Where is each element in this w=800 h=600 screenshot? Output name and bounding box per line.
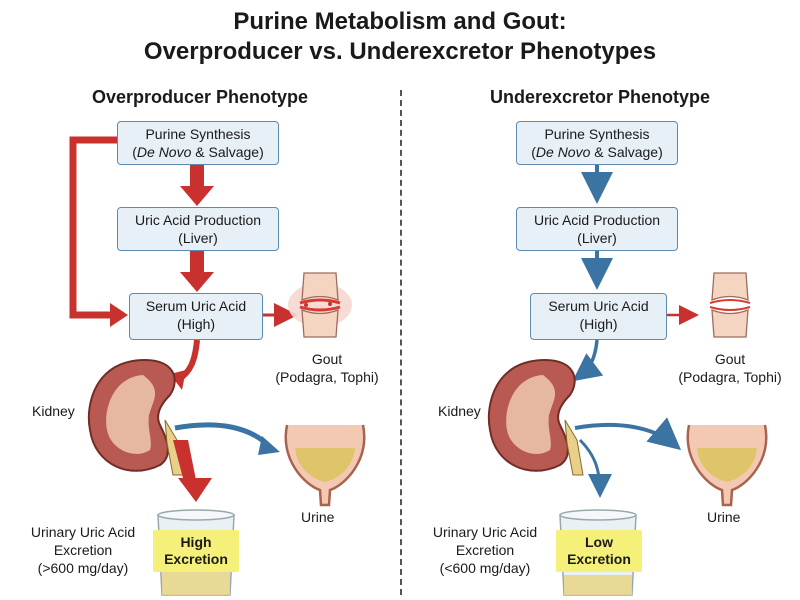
- right-excretion-line3: (<600 mg/day): [439, 560, 531, 576]
- left-arrow-production-to-serum: [180, 250, 214, 292]
- left-purine-synthesis-box: Purine Synthesis (De Novo & Salvage): [117, 121, 279, 165]
- left-bypass-arrow: [69, 136, 117, 319]
- left-gout-line2: (Podagra, Tophi): [275, 369, 379, 385]
- left-excretion-line2: Excretion: [53, 542, 113, 558]
- left-panel-heading: Overproducer Phenotype: [91, 87, 309, 107]
- left-arrow-synthesis-to-production: [180, 165, 214, 206]
- right-panel-heading: Underexcretor Phenotype: [489, 87, 711, 107]
- left-high-excretion-badge: High Excretion: [153, 530, 239, 572]
- right-serum-uric-acid-box: Serum Uric Acid (High): [530, 293, 667, 340]
- left-production-line2: (Liver): [178, 230, 218, 246]
- left-arrow-kidney-to-bladder: [174, 422, 270, 447]
- left-serum-line1: Serum Uric Acid: [145, 298, 247, 314]
- left-serum-line2: (High): [176, 316, 216, 332]
- left-joint-illustration: [288, 272, 352, 338]
- left-arrow-kidney-to-cup: [173, 440, 212, 502]
- left-gout-label: Gout (Podagra, Tophi): [262, 350, 392, 386]
- right-excretion-label: Urinary Uric Acid Excretion (<600 mg/day…: [420, 523, 550, 577]
- left-kidney-label: Kidney: [32, 403, 75, 419]
- right-joint-illustration: [709, 272, 751, 338]
- left-excretion-label: Urinary Uric Acid Excretion (>600 mg/day…: [18, 523, 148, 577]
- right-bladder-illustration: [686, 424, 768, 507]
- left-bypass-arrow-head: [110, 303, 128, 327]
- left-production-line1: Uric Acid Production: [134, 212, 262, 228]
- left-synthesis-line1: Purine Synthesis: [145, 126, 251, 142]
- right-production-line1: Uric Acid Production: [533, 212, 661, 228]
- right-low-excretion-badge: Low Excretion: [556, 530, 642, 572]
- title-line-1: Purine Metabolism and Gout:: [233, 8, 567, 35]
- right-arrow-kidney-to-bladder: [574, 417, 682, 451]
- left-excretion-line1: Urinary Uric Acid: [30, 524, 136, 540]
- right-synthesis-line1: Purine Synthesis: [544, 126, 650, 142]
- title-line-2: Overproducer vs. Underexcretor Phenotype…: [143, 38, 657, 65]
- left-uric-acid-production-box: Uric Acid Production (Liver): [117, 207, 279, 251]
- left-urine-label: Urine: [301, 509, 335, 525]
- right-gout-line1: Gout: [714, 351, 746, 367]
- right-excretion-line2: Excretion: [455, 542, 515, 558]
- right-purine-synthesis-box: Purine Synthesis (De Novo & Salvage): [516, 121, 678, 165]
- right-excretion-line1: Urinary Uric Acid: [432, 524, 538, 540]
- right-urine-label: Urine: [707, 509, 741, 525]
- left-badge-line2: Excretion: [164, 551, 228, 567]
- left-serum-uric-acid-box: Serum Uric Acid (High): [129, 293, 263, 340]
- right-gout-line2: (Podagra, Tophi): [678, 369, 782, 385]
- right-badge-line2: Excretion: [567, 551, 631, 567]
- left-bladder-illustration: [284, 424, 366, 507]
- right-serum-line1: Serum Uric Acid: [548, 298, 649, 314]
- left-badge-line1: High: [180, 534, 212, 550]
- right-uric-acid-production-box: Uric Acid Production (Liver): [516, 207, 678, 251]
- right-badge-line1: Low: [585, 534, 613, 550]
- left-excretion-line3: (>600 mg/day): [37, 560, 129, 576]
- left-synthesis-line2: (De Novo & Salvage): [132, 144, 264, 160]
- right-synthesis-line2: (De Novo & Salvage): [531, 144, 663, 160]
- left-gout-line1: Gout: [311, 351, 343, 367]
- right-arrow-serum-to-kidney: [572, 339, 604, 382]
- right-kidney-label: Kidney: [438, 403, 481, 419]
- right-serum-line2: (High): [579, 316, 618, 332]
- right-arrow-kidney-to-cup: [578, 438, 612, 498]
- right-gout-label: Gout (Podagra, Tophi): [665, 350, 795, 386]
- right-production-line2: (Liver): [577, 230, 617, 246]
- left-kidney-illustration: [87, 358, 184, 476]
- right-kidney-illustration: [487, 358, 584, 476]
- panel-divider: [400, 90, 402, 595]
